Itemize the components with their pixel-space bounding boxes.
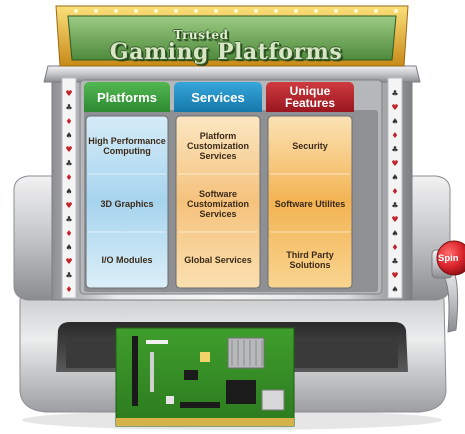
reel-cell: 3D Graphics xyxy=(88,176,166,232)
sign-title: Trusted Gaming Platforms xyxy=(78,28,374,68)
svg-text:♣: ♣ xyxy=(65,103,72,112)
pcb-card-icon xyxy=(115,327,295,427)
svg-text:♥: ♥ xyxy=(391,103,398,112)
svg-text:♦: ♦ xyxy=(391,187,398,196)
svg-text:♦: ♦ xyxy=(65,173,72,182)
svg-text:♣: ♣ xyxy=(391,257,398,266)
svg-text:♠: ♠ xyxy=(65,187,72,196)
svg-text:♥: ♥ xyxy=(65,201,72,210)
reel-columns xyxy=(85,115,353,289)
sign-line-2: Gaming Platforms xyxy=(109,39,343,65)
svg-text:♠: ♠ xyxy=(391,173,398,182)
svg-text:♣: ♣ xyxy=(391,145,398,154)
svg-text:♥: ♥ xyxy=(65,145,72,154)
svg-text:♣: ♣ xyxy=(65,271,72,280)
column-header-label: Services xyxy=(191,89,245,105)
svg-text:♣: ♣ xyxy=(391,89,398,98)
marquee-lights xyxy=(74,9,398,13)
reel-cell-label: 3D Graphics xyxy=(100,198,154,209)
svg-text:♣: ♣ xyxy=(65,159,72,168)
column-header-services: Services xyxy=(174,82,262,112)
svg-text:♣: ♣ xyxy=(391,201,398,210)
svg-text:♥: ♥ xyxy=(65,89,72,98)
column-header-label: Platforms xyxy=(97,89,157,105)
reel-cell-label: Software Utilites xyxy=(274,198,346,209)
sign-line-1: Trusted xyxy=(173,28,229,42)
reel-cell-label: Global Services xyxy=(184,254,252,265)
reel-cell-label: I/O Modules xyxy=(101,254,153,265)
reel-cell: High Performance Computing xyxy=(88,118,166,174)
svg-text:♠: ♠ xyxy=(391,117,398,126)
reel-cell-label: Platform Customization Services xyxy=(187,130,249,162)
reel-cell-label: Security xyxy=(292,140,328,151)
svg-text:♥: ♥ xyxy=(391,271,398,280)
column-header-unique-features: Unique Features xyxy=(266,82,354,112)
svg-text:♠: ♠ xyxy=(391,285,398,294)
svg-text:♥: ♥ xyxy=(65,257,72,266)
svg-text:♦: ♦ xyxy=(391,131,398,140)
svg-text:♥: ♥ xyxy=(391,159,398,168)
reel-cell: Global Services xyxy=(178,232,258,288)
reel-cell-label: Third Party Solutions xyxy=(286,249,334,270)
reel-cell-label: Software Customization Services xyxy=(187,188,249,220)
svg-text:♠: ♠ xyxy=(65,131,72,140)
svg-text:♥: ♥ xyxy=(391,215,398,224)
reel-cell: Security xyxy=(270,118,350,174)
svg-text:♣: ♣ xyxy=(65,215,72,224)
svg-text:♦: ♦ xyxy=(65,117,72,126)
svg-text:♠: ♠ xyxy=(391,229,398,238)
card-suit-icon: ♥ ♣ ♦ ♠ ♥ ♣ ♦ ♠ ♥ ♣ ♦ ♠ ♥ ♣ ♦ ♣ ♥ ♠ ♦ ♣ ♥ ♠ ♦ ♣ ♥ ♠ ♦… xyxy=(65,89,398,294)
column-header-label: Unique Features xyxy=(284,84,336,110)
column-header-platforms: Platforms xyxy=(84,82,170,112)
reel-cell: Third Party Solutions xyxy=(270,232,350,288)
svg-text:♠: ♠ xyxy=(65,243,72,252)
reel-cell: Platform Customization Services xyxy=(178,118,258,174)
reel-cell: Software Customization Services xyxy=(178,176,258,232)
spin-label: Spin xyxy=(438,252,459,264)
svg-text:♦: ♦ xyxy=(391,243,398,252)
lever-knob-icon xyxy=(431,240,465,333)
reel-cell: I/O Modules xyxy=(88,232,166,288)
reel-cell-label: High Performance Computing xyxy=(88,135,166,156)
spin-button[interactable]: Spin xyxy=(438,248,465,268)
reel-cell: Software Utilites xyxy=(270,176,350,232)
svg-text:♦: ♦ xyxy=(65,229,72,238)
svg-text:♦: ♦ xyxy=(65,285,72,294)
